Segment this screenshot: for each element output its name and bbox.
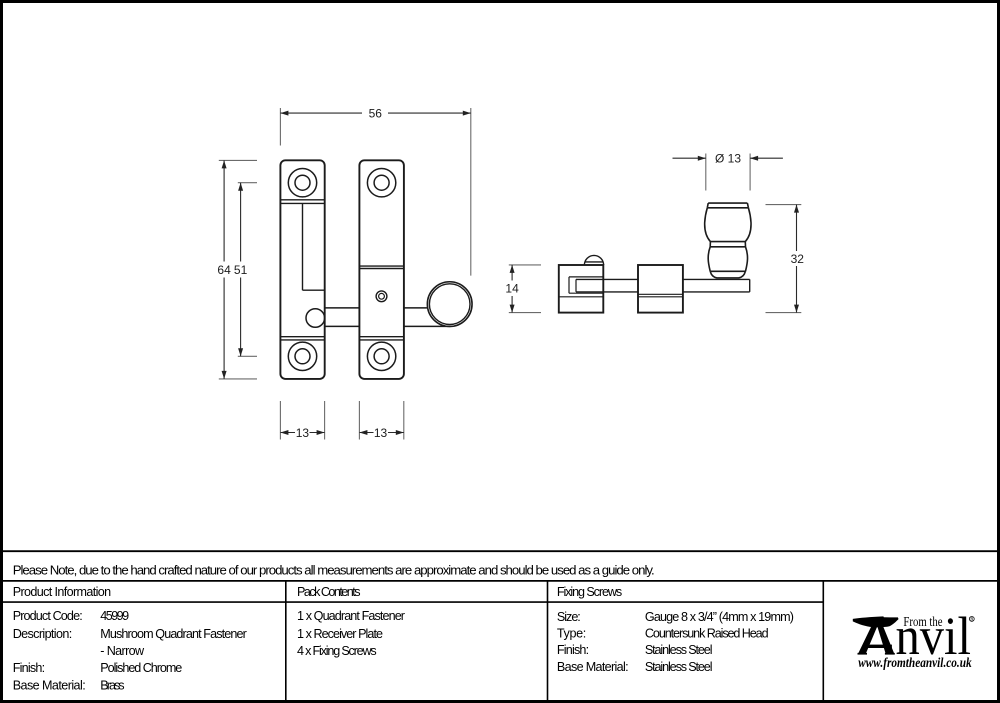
- svg-text:Product Code:: Product Code:: [13, 609, 83, 623]
- svg-text:Fixing Screws: Fixing Screws: [557, 585, 622, 599]
- svg-text:Size:: Size:: [557, 610, 581, 624]
- svg-text:Description:: Description:: [13, 627, 72, 641]
- svg-text:1 x Receiver Plate: 1 x Receiver Plate: [297, 627, 383, 641]
- svg-text:Ø 13: Ø 13: [715, 152, 741, 166]
- svg-text:Pack Contents: Pack Contents: [297, 585, 361, 599]
- svg-text:Please Note, due to the hand c: Please Note, due to the hand crafted nat…: [13, 563, 655, 578]
- svg-text:Base Material:: Base Material:: [557, 660, 629, 674]
- svg-text:From the: From the: [903, 614, 942, 629]
- svg-text:45999: 45999: [100, 609, 129, 623]
- svg-text:R: R: [970, 618, 974, 623]
- svg-text:13: 13: [374, 426, 388, 440]
- svg-text:Base Material:: Base Material:: [13, 679, 86, 693]
- svg-text:4 x Fixing Screws: 4 x Fixing Screws: [297, 644, 377, 658]
- svg-text:Finish:: Finish:: [13, 661, 45, 675]
- svg-text:32: 32: [791, 252, 805, 266]
- svg-text:14: 14: [505, 282, 519, 296]
- svg-text:Type:: Type:: [557, 627, 586, 641]
- svg-text:56: 56: [369, 107, 383, 121]
- svg-text:www.fromtheanvil.co.uk: www.fromtheanvil.co.uk: [858, 656, 972, 671]
- svg-text:1 x Quadrant Fastener: 1 x Quadrant Fastener: [297, 609, 405, 623]
- svg-text:Stainless Steel: Stainless Steel: [645, 660, 713, 674]
- svg-text:nvil: nvil: [896, 606, 972, 666]
- svg-text:Stainless Steel: Stainless Steel: [645, 643, 713, 657]
- svg-text:64: 64: [217, 263, 231, 277]
- svg-text:Mushroom Quadrant Fastener: Mushroom Quadrant Fastener: [100, 627, 247, 641]
- svg-text:Finish:: Finish:: [557, 643, 589, 657]
- svg-text:- Narrow: - Narrow: [100, 644, 145, 658]
- svg-text:13: 13: [296, 426, 310, 440]
- svg-text:Product Information: Product Information: [13, 585, 112, 599]
- svg-text:Gauge 8 x 3/4” (4mm x 19mm): Gauge 8 x 3/4” (4mm x 19mm): [645, 610, 794, 624]
- svg-text:Countersunk Raised Head: Countersunk Raised Head: [645, 627, 769, 641]
- svg-text:Brass: Brass: [100, 679, 124, 693]
- svg-text:51: 51: [234, 263, 248, 277]
- svg-text:Polished Chrome: Polished Chrome: [100, 661, 182, 675]
